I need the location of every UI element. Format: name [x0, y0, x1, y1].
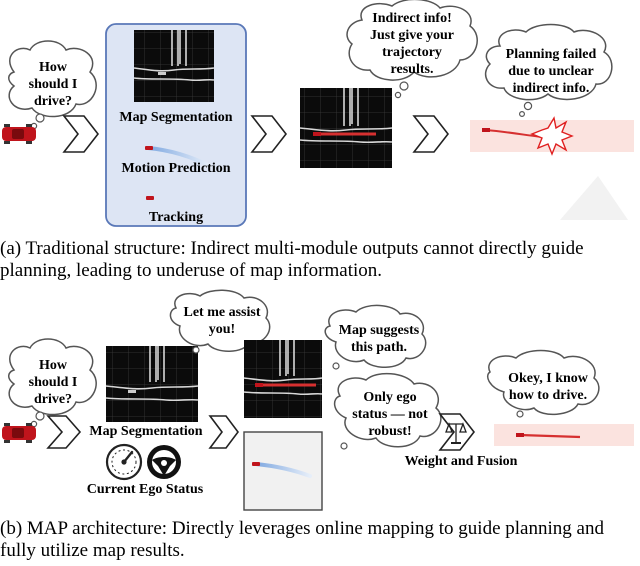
map-with-path-bottom — [243, 340, 323, 418]
speech-indirect-text: Indirect info! Just give your trajectory… — [370, 11, 454, 77]
label-weight-fusion: Weight and Fusion — [404, 454, 518, 469]
speech-ego-text: Only ego status — not robust! — [352, 390, 428, 439]
speech-bubble-suggest — [324, 304, 427, 370]
speech-bubble-assist — [169, 289, 271, 354]
speech-bubble-failed — [484, 23, 613, 117]
ego-car-top-icon — [2, 124, 36, 144]
label-current-ego-status: Current Ego Status — [86, 482, 204, 497]
speech-assist-text: Let me assist you! — [183, 305, 261, 337]
output-map-top — [299, 88, 393, 168]
speech-okay-text: Okey, I know how to drive. — [508, 371, 588, 403]
flow-chevron-b1 — [46, 415, 82, 449]
label-tracking: Tracking — [148, 210, 204, 225]
speech-bubble-driver-top — [8, 40, 97, 130]
explosion-icon — [530, 116, 574, 156]
label-map-segmentation-bottom: Map Segmentation — [89, 424, 203, 439]
speech-suggest-text: Map suggests this path. — [338, 323, 420, 355]
speech-failed-text: Planning failed due to unclear indirect … — [505, 47, 597, 96]
speech-bubble-okay — [486, 349, 600, 418]
speech-driver-top-text: How should I drive? — [28, 60, 78, 109]
ego-only-trajectory-box — [243, 431, 323, 511]
caption-a: (a) Traditional structure: Indirect mult… — [0, 238, 584, 281]
caption-b: (b) MAP architecture: Directly leverages… — [0, 518, 604, 561]
speedometer-icon — [105, 443, 143, 481]
flow-chevron-1 — [62, 115, 100, 153]
tracking-mark — [146, 196, 204, 200]
speech-bubble-indirect — [346, 0, 478, 99]
speech-driver-bottom-text: How should I drive? — [28, 358, 78, 407]
successful-planning-road — [494, 424, 634, 446]
speech-bubble-ego — [333, 372, 442, 450]
weight-fusion-icon — [438, 413, 476, 451]
label-motion-prediction: Motion Prediction — [121, 161, 231, 176]
failed-planning-road — [470, 116, 634, 156]
label-map-segmentation-top: Map Segmentation — [119, 110, 233, 125]
map-segmentation-thumbnail-bottom — [105, 346, 199, 422]
flow-chevron-2 — [250, 115, 288, 153]
steering-wheel-icon — [147, 445, 181, 479]
flow-chevron-b2 — [208, 415, 239, 449]
map-segmentation-thumbnail-top — [133, 30, 215, 102]
flow-chevron-3 — [412, 115, 450, 153]
ego-car-bottom-icon — [2, 423, 36, 443]
motion-prediction-mark — [145, 146, 212, 168]
